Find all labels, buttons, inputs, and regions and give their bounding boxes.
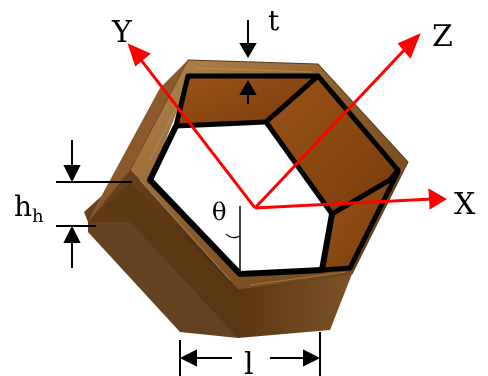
label-height-sub: h (32, 206, 44, 227)
label-axis-z: Z (432, 19, 453, 54)
axis-x-line (254, 197, 433, 210)
thickness-dimension (239, 20, 257, 104)
axes (127, 33, 447, 210)
angle-arc (225, 233, 241, 239)
axis-z-line (253, 44, 410, 210)
axis-z-arrowhead (397, 33, 421, 59)
prism-left-lower-face (88, 182, 238, 338)
height-dimension (56, 140, 132, 268)
axis-x-arrowhead (428, 188, 447, 210)
length-dimension (179, 332, 321, 376)
axis-y-arrowhead (127, 43, 151, 67)
label-height-main: h (14, 190, 32, 223)
label-length: l (244, 347, 254, 376)
axis-y-line (136, 55, 257, 209)
label-angle: θ (212, 198, 226, 226)
label-height: hh (14, 190, 44, 227)
label-axis-y: Y (111, 15, 133, 50)
prism-bottom-face (238, 274, 352, 338)
label-axis-x: X (454, 187, 476, 222)
label-thickness: t (268, 4, 280, 37)
